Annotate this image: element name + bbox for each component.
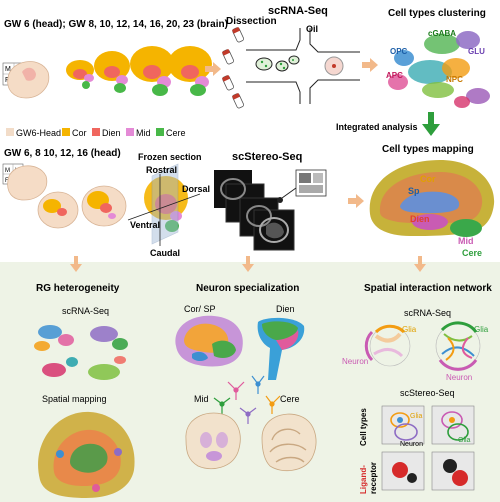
svg-text:GW6-Head: GW6-Head [16,128,61,138]
cluster-label-npc: NPC [446,75,463,84]
sagittal-brain-map [369,160,495,237]
integrated-analysis-label: Integrated analysis [336,122,418,132]
label-receptor: receptor [369,462,378,494]
label-ligand: Ligand- [359,465,368,494]
dissection-label: Dissection [226,16,277,27]
scstereo-title: scStereo-Seq [232,151,302,163]
rg-title: RG heterogeneity [36,283,120,294]
region-cor: Cor [420,174,436,184]
region-cere: Cere [462,248,482,258]
dien-illustration [257,317,305,380]
arrow-to-clustering [362,58,378,72]
neuron-label-cor: Cor/ SP [184,304,216,314]
chord2-glia: Glia [474,325,489,334]
dissection-tubes [222,27,245,109]
neuron-title: Neuron specialization [196,283,299,294]
fetal-brain-medium [94,51,130,93]
stereo-grid-bottom-left [381,451,425,491]
axis-caudal: Caudal [150,248,180,258]
svg-text:F: F [5,178,9,184]
stereo-grid-bottom-right [431,451,475,491]
neuron-cells [213,375,281,424]
fetal-brain-small [66,60,94,89]
grid-glia-right: Glia [458,437,471,444]
spatial-sub-scrna: scRNA-Seq [404,308,451,318]
spatial-sub-stereo: scStereo-Seq [400,388,455,398]
rg-umap [34,325,128,380]
arrow-to-mapping [348,194,364,208]
microfluidic-chip [246,28,360,104]
cluster-label-apc: APC [386,71,403,80]
gw-line1: GW 6 (head); GW 8, 10, 12, 14, 16, 20, 2… [4,19,228,30]
chord-diagram-1 [364,324,411,367]
cortex-brain-illustration [175,315,243,367]
svg-text:M: M [5,66,11,73]
region-legend: GW6-Head Cor Dien Mid Cere [6,128,186,138]
gw-line2: GW 6, 8 10, 12, 16 (head) [4,148,121,159]
svg-text:Mid: Mid [136,128,151,138]
fetal-brain-large-1 [130,46,174,96]
neuron-label-dien: Dien [276,304,295,314]
axis-rostral: Rostral [146,165,177,175]
scrna-title: scRNA-Seq [268,5,328,17]
fetal-brain-large-2 [168,46,212,96]
arrow-to-dissection [205,62,221,76]
cluster-label-cgaba: cGABA [428,29,456,38]
grid-glia-left: Glia [410,413,423,420]
stereo-slides [214,170,295,251]
grid-neuron-left: Neuron [400,441,423,448]
chord-diagram-2 [435,321,481,371]
spatial-title: Spatial interaction network [364,283,492,294]
svg-text:M: M [5,168,10,174]
region-mid: Mid [458,236,474,246]
chord1-glia: Glia [402,325,417,334]
cell-types-mapping-title: Cell types mapping [382,144,474,155]
svg-text:Dien: Dien [102,128,121,138]
down-arrow-left [70,256,82,272]
frozen-section-schematic [127,163,201,246]
region-sp: Sp [408,186,420,196]
axis-ventral: Ventral [130,220,160,230]
green-down-arrow [422,112,440,136]
neuron-label-cere: Cere [280,394,300,404]
svg-text:Cor: Cor [72,128,87,138]
cluster-label-glu: GLU [468,47,485,56]
stereo-grid-top-left [381,405,425,445]
svg-text:F: F [5,77,9,84]
chord1-neuron: Neuron [342,357,368,366]
clustering-title: Cell types clustering [388,8,486,19]
rg-spatial-map [38,411,135,498]
axis-dorsal: Dorsal [182,184,210,194]
neuron-label-mid: Mid [194,394,209,404]
label-cell-types: Cell types [359,408,368,446]
head-section-1 [37,191,79,229]
svg-text:Cere: Cere [166,128,186,138]
down-arrow-right [414,256,426,272]
oil-label: Oil [306,24,318,34]
chord2-neuron: Neuron [446,373,472,382]
embryo-head-mid [7,165,48,201]
down-arrow-center [242,256,254,272]
region-dien: Dien [410,214,430,224]
rg-sub-scrna: scRNA-Seq [62,306,109,316]
frozen-section-title: Frozen section [138,152,202,162]
rg-sub-spatial: Spatial mapping [42,394,107,404]
cere-illustration [261,413,317,472]
mid-illustration [185,412,241,469]
stereo-inset [277,169,327,203]
umap-clusters [388,31,490,108]
stereo-grid-top-right [431,405,475,445]
head-section-2 [81,185,127,227]
cluster-label-opc: OPC [390,47,408,56]
